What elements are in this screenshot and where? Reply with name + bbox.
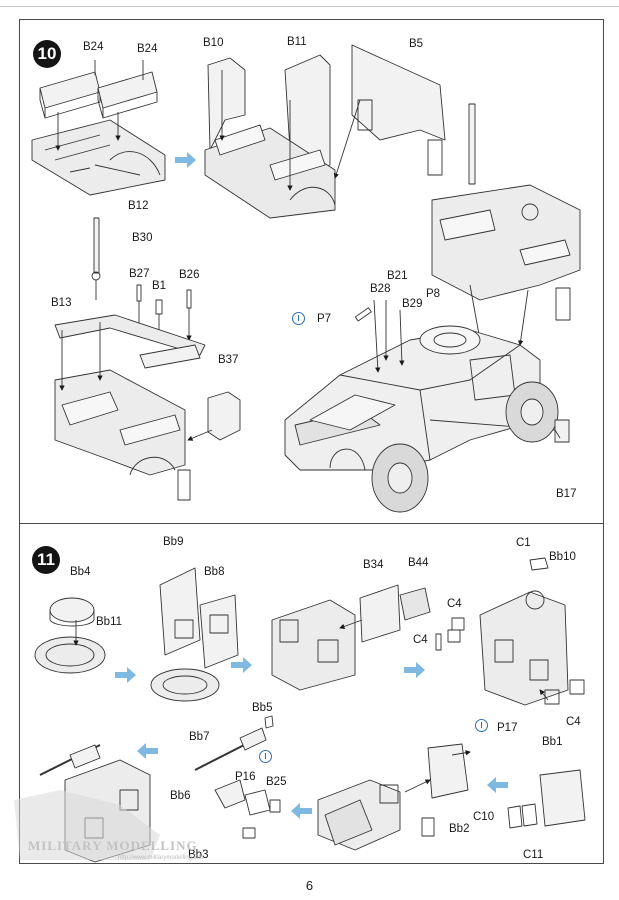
part-label: B17 [556, 488, 577, 500]
flow-arrow [231, 657, 252, 673]
part-front-wheel [371, 443, 429, 513]
part-b17-hitch [554, 419, 570, 443]
flow-arrow [404, 662, 425, 678]
part-b37-box [207, 391, 241, 441]
flow-arrows [115, 152, 508, 819]
part-b27-b26-b1-fittings [136, 284, 192, 341]
part-label: B34 [363, 559, 384, 571]
part-bb2-bb1-hatch-assembly [317, 743, 586, 851]
cement-icon [259, 750, 272, 763]
part-label: B13 [51, 297, 72, 309]
part-label: B26 [179, 269, 200, 281]
part-truck-body [284, 299, 556, 471]
part-bb10-turret-assembly [435, 557, 585, 706]
part-label: P17 [497, 722, 518, 734]
watermark-silhouette [14, 790, 160, 860]
part-label: B30 [132, 232, 153, 244]
part-lower-hull [54, 369, 191, 501]
part-rear-cabin-assembly [431, 103, 581, 346]
part-label: B24 [137, 43, 158, 55]
part-label: B21 [387, 270, 408, 282]
watermark-url: http://www.militarymodelling.info [118, 855, 204, 861]
part-bb4-bb11-turret-ring [34, 597, 106, 674]
flow-arrow [137, 743, 158, 759]
part-label: Bb7 [189, 731, 210, 743]
part-label: C10 [473, 811, 495, 823]
watermark-text: MILITARY MODELLING [28, 838, 198, 853]
part-label: B12 [128, 200, 149, 212]
flow-arrow [115, 667, 136, 683]
part-label: B1 [152, 280, 167, 292]
part-b30-antenna [91, 217, 101, 300]
flow-arrow [487, 777, 508, 793]
part-b5-rear-wall [351, 44, 446, 176]
page-number: 6 [305, 878, 314, 893]
part-label: B10 [203, 37, 224, 49]
part-b13-roof-rail [54, 314, 206, 369]
part-label: Bb4 [70, 566, 91, 578]
part-label: P8 [426, 288, 441, 300]
part-label: Bb3 [188, 849, 209, 861]
part-label: Bb2 [449, 823, 470, 835]
part-b34-b44-turret-walls [271, 584, 431, 691]
part-b12-floor [31, 119, 166, 196]
part-label: B11 [287, 36, 307, 48]
instruction-frame [19, 19, 604, 864]
part-label: B5 [409, 38, 424, 50]
part-label: Bb8 [204, 566, 225, 578]
part-label: B24 [83, 41, 104, 53]
page-top-rule [0, 6, 619, 7]
part-label: C4 [566, 716, 581, 728]
part-b24-seat-left [39, 71, 101, 119]
part-label: Bb9 [163, 536, 184, 548]
part-label: Bb1 [542, 736, 563, 748]
part-label: B37 [218, 354, 239, 366]
cement-icon [475, 719, 488, 732]
part-label: B44 [408, 557, 429, 569]
part-bb9-bb8-shields [150, 567, 239, 702]
part-b24-seat-right [97, 71, 158, 119]
part-label: B27 [129, 268, 150, 280]
part-label: B29 [402, 298, 423, 310]
cement-icon [292, 312, 305, 325]
step-number-11: 11 [32, 546, 60, 574]
part-label: P7 [317, 313, 332, 325]
part-label: B25 [266, 776, 287, 788]
part-interior-tub [204, 124, 336, 219]
part-label: Bb10 [549, 551, 576, 563]
part-bb7-bb5-machine-gun [194, 715, 281, 839]
step-number-10: 10 [33, 40, 61, 68]
flow-arrow [291, 803, 312, 819]
part-label: C4 [413, 634, 428, 646]
part-label: C4 [447, 598, 462, 610]
part-label: Bb6 [170, 790, 191, 802]
flow-arrow [175, 152, 196, 168]
part-label: B28 [370, 283, 391, 295]
part-label: Bb5 [252, 702, 273, 714]
part-rear-wheel [505, 381, 559, 443]
part-label: Bb11 [96, 616, 123, 628]
step-divider [19, 523, 604, 524]
part-label: P16 [235, 771, 256, 783]
part-label: C11 [523, 849, 544, 861]
part-label: C1 [516, 537, 531, 549]
